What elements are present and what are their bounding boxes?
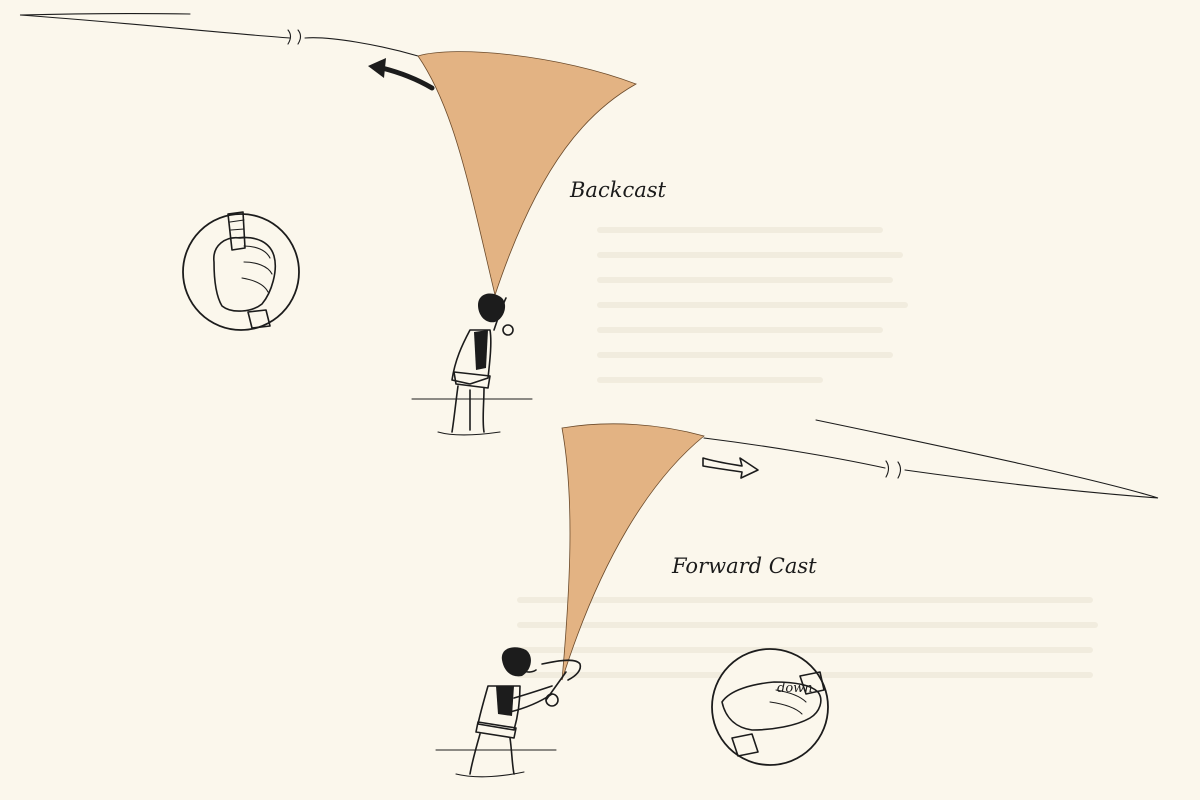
forward-cast-rod-arc [561, 423, 705, 681]
forward-inset-caption: down [777, 681, 813, 696]
forward-cast-grip-inset: down [711, 648, 829, 766]
forward-cast-water-line [435, 749, 557, 778]
forward-cast-line-break [885, 460, 902, 479]
backcast-grip-inset [182, 211, 300, 331]
backcast-direction-arrow [368, 58, 435, 91]
forward-cast-label: Forward Cast [671, 554, 817, 578]
backcast-line-break [287, 29, 302, 45]
forward-cast-angler-figure [435, 647, 582, 778]
backcast-group: Backcast [19, 13, 666, 436]
forward-cast-fly-line [703, 419, 1159, 499]
backcast-label: Backcast [569, 178, 666, 202]
backcast-fly-line [19, 13, 419, 57]
forward-cast-group: Forward Cast down [435, 419, 1159, 778]
show-through-background [517, 227, 1098, 678]
backcast-angler-figure [411, 293, 533, 436]
backcast-water-line [411, 398, 533, 436]
backcast-rod-arc [417, 51, 637, 297]
forward-cast-direction-arrow [702, 457, 759, 479]
